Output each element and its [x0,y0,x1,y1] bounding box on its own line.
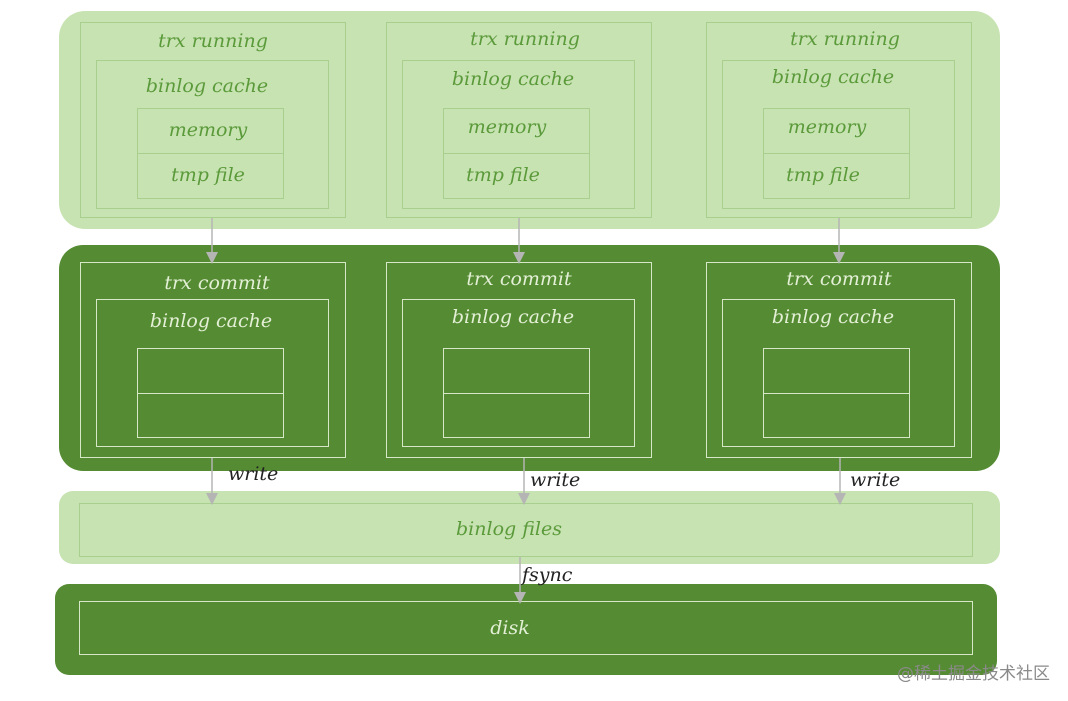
binlog-cache-label-1: binlog cache [145,75,269,97]
commit-binlog-cache-box-3 [722,299,955,447]
commit-binlog-cache-box-1 [96,299,329,447]
commit-title-2: trx commit [466,268,572,290]
tmp-file-label-3: tmp file [786,164,860,186]
write-label-3: write [850,469,901,491]
memory-label-2: memory [467,116,547,138]
tmp-file-cell-3 [763,153,910,199]
commit-title-3: trx commit [786,268,892,290]
memory-label-3: memory [787,116,867,138]
running-panel-1 [80,22,346,218]
running-title-2: trx running [470,28,580,50]
commit-binlog-cache-box-2 [402,299,635,447]
tmp-file-cell-1 [137,153,284,199]
fsync-label: fsync [522,564,573,586]
binlog-files-label: binlog files [456,518,562,540]
tmp-file-cell-2 [443,153,590,199]
binlog-cache-box-3 [722,60,955,209]
disk-frame [79,601,973,655]
watermark: @稀土掘金技术社区 [897,664,1050,684]
binlog-cache-box-1 [96,60,329,209]
running-title-1: trx running [158,30,268,52]
commit-title-1: trx commit [164,272,270,294]
disk-label: disk [490,617,530,639]
binlog-cache-label-2: binlog cache [451,68,575,90]
tmp-file-label-2: tmp file [466,164,540,186]
write-label-2: write [530,469,581,491]
commit-binlog-cache-label-2: binlog cache [451,306,575,328]
running-panel-2 [386,22,652,218]
commit-cache-cell-bottom-3 [763,393,910,438]
commit-cache-cell-bottom-2 [443,393,590,438]
running-title-3: trx running [790,28,900,50]
trx-running-band [59,11,1000,229]
memory-label-1: memory [168,119,248,141]
disk-band [55,584,997,675]
commit-binlog-cache-label-1: binlog cache [149,310,273,332]
binlog-cache-box-2 [402,60,635,209]
write-label-1: write [228,463,279,485]
binlog-cache-label-3: binlog cache [771,66,895,88]
tmp-file-label-1: tmp file [171,164,245,186]
trx-commit-band [59,245,1000,471]
commit-cache-cell-bottom-1 [137,393,284,438]
commit-binlog-cache-label-3: binlog cache [771,306,895,328]
running-panel-3 [706,22,972,218]
